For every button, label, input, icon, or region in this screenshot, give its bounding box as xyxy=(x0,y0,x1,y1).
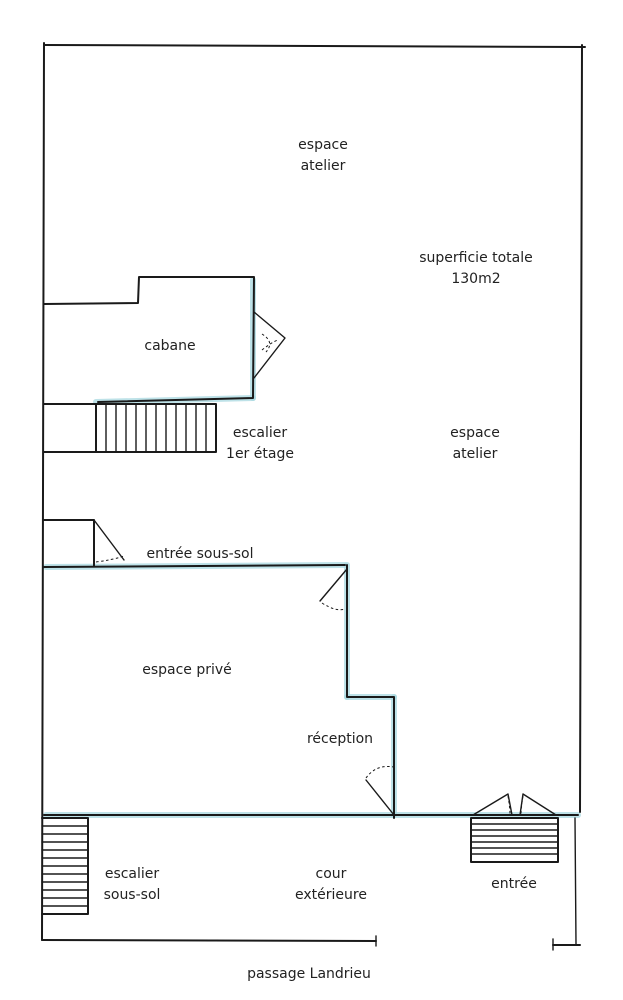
reception-door-swing xyxy=(365,766,395,779)
outer-right-wall xyxy=(579,44,583,813)
label-passage: passage Landrieu xyxy=(247,966,371,982)
entree-stair xyxy=(470,793,559,863)
label-cour-line2: extérieure xyxy=(295,887,367,903)
prive-door xyxy=(319,568,348,602)
cabane-outline xyxy=(43,276,255,403)
label-espace-atelier-right-line1: espace xyxy=(450,425,500,441)
sous-sol-door xyxy=(93,519,125,561)
outer-bottom-wall-left xyxy=(41,939,377,942)
outer-top-wall xyxy=(43,44,586,48)
prive-door-swing xyxy=(321,602,346,611)
stair-sous-sol-treads xyxy=(41,825,89,907)
label-cour-line1: cour xyxy=(316,866,347,882)
sous-sol-wall xyxy=(43,564,346,568)
outer-left-wall xyxy=(41,42,45,941)
label-entree: entrée xyxy=(491,876,537,892)
label-escalier-sous-sol-line1: escalier xyxy=(105,866,160,882)
entree-sous-sol-box xyxy=(43,519,346,568)
entree-double-door xyxy=(472,793,557,816)
label-cabane: cabane xyxy=(144,338,195,354)
stair-1er-treads xyxy=(105,403,207,453)
label-superficie-line1: superficie totale xyxy=(419,250,533,266)
entree-door-swing xyxy=(507,795,524,816)
prive-walls xyxy=(319,564,395,819)
entree-stair-treads xyxy=(470,823,559,855)
label-espace-prive: espace privé xyxy=(142,662,232,678)
label-escalier-etage-line2: 1er étage xyxy=(226,446,294,462)
label-escalier-sous-sol-line2: sous-sol xyxy=(104,887,161,903)
cabane-door-swing xyxy=(261,333,279,353)
label-superficie-line2: 130m2 xyxy=(451,271,500,287)
cabane-walls xyxy=(43,276,286,403)
stair-1er-outline xyxy=(43,403,97,453)
label-entree-sous-sol: entrée sous-sol xyxy=(147,546,254,562)
label-reception: réception xyxy=(307,731,373,747)
cabane-door xyxy=(253,311,286,379)
prive-right-wall xyxy=(346,564,395,819)
outer-walls xyxy=(41,42,586,951)
label-espace-atelier-right-line2: atelier xyxy=(453,446,498,462)
label-espace-atelier-top-line2: atelier xyxy=(301,158,346,174)
label-espace-atelier-top-line1: espace xyxy=(298,137,348,153)
sous-sol-box-outline xyxy=(43,519,95,567)
label-escalier-etage-line1: escalier xyxy=(233,425,288,441)
room-labels: espace atelier superficie totale 130m2 c… xyxy=(104,137,537,982)
reception-door xyxy=(365,779,395,816)
stair-sous-sol xyxy=(41,817,89,915)
sous-sol-door-swing xyxy=(95,555,125,563)
outer-right-wall-lower xyxy=(574,817,577,945)
stair-1er-etage xyxy=(43,403,217,453)
